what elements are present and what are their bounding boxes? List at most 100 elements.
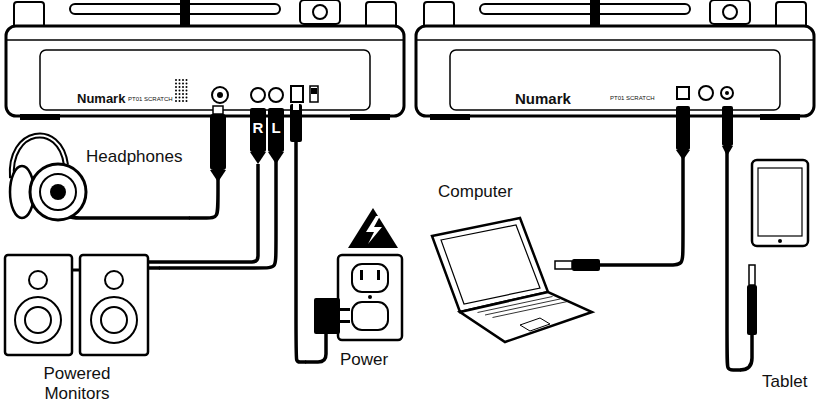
cable — [727, 118, 740, 370]
speaker-grille — [182, 86, 184, 88]
speaker-grille — [182, 79, 184, 81]
tablet-illustration — [758, 168, 802, 236]
brand-logo: Numark — [77, 92, 125, 107]
keyboard — [485, 299, 560, 315]
device-label: Headphones — [86, 147, 182, 167]
monitors-illustration — [25, 307, 51, 333]
monitors-illustration — [5, 164, 258, 355]
rca-plug — [250, 152, 266, 164]
laptop-illustration — [460, 292, 592, 342]
speaker-grille — [182, 90, 184, 92]
headphones-illustration — [30, 164, 86, 220]
monitors-illustration — [148, 266, 160, 270]
laptop-illustration — [520, 318, 550, 331]
rca-plug — [250, 108, 284, 164]
headphone-plug — [210, 114, 226, 170]
left-turntable — [212, 87, 228, 103]
monitors-illustration — [105, 271, 123, 289]
speaker-grille — [179, 100, 181, 102]
speaker-grille — [186, 93, 188, 95]
headphone-plug — [210, 106, 226, 182]
right-turntable — [721, 87, 733, 99]
left-turntable — [6, 0, 404, 120]
outlet-illustration — [368, 295, 372, 299]
tablet-illustration — [749, 265, 755, 285]
speaker-grille — [175, 97, 177, 99]
right-turntable — [416, 0, 814, 120]
speaker-grille — [182, 100, 184, 102]
brand-logo: Numark — [515, 90, 571, 107]
rca-plug — [268, 108, 284, 152]
outlet-illustration — [348, 208, 398, 248]
outlet-illustration — [377, 270, 380, 280]
speaker-grille — [179, 79, 181, 81]
headphones-illustration — [62, 210, 190, 218]
left-turntable — [217, 92, 223, 98]
device-label: Tablet — [762, 372, 807, 392]
rca-plug — [268, 152, 284, 164]
monitors-illustration — [29, 271, 47, 289]
power-plug — [290, 104, 302, 142]
channel-letter: R — [253, 120, 264, 135]
usb-plug — [676, 106, 690, 160]
headphone-plug — [210, 170, 226, 182]
tablet-illustration — [747, 285, 757, 335]
right-turntable — [699, 86, 713, 100]
keyboard — [493, 302, 568, 318]
monitors-illustration — [15, 297, 61, 343]
channel-letter: L — [271, 120, 280, 135]
speaker-grille — [175, 79, 188, 102]
turntable-panel: Numark PT01 SCRATCH — [420, 40, 812, 118]
laptop-illustration — [441, 225, 540, 304]
monitors-device: Powered Monitors — [2, 250, 160, 408]
left-turntable — [291, 86, 303, 102]
speaker-grille — [179, 90, 181, 92]
speaker-grille — [179, 97, 181, 99]
speaker-grille — [179, 93, 181, 95]
tablet-illustration — [752, 160, 808, 246]
tablet-device: Tablet — [740, 150, 817, 395]
speaker-grille — [179, 86, 181, 88]
audio-plug — [722, 146, 733, 156]
speaker-grille — [186, 90, 188, 92]
power-plug — [290, 104, 302, 142]
usb-plug-end — [572, 259, 600, 271]
usb-plug-end — [555, 261, 572, 269]
headphones-illustration — [40, 174, 76, 210]
speaker-grille — [186, 86, 188, 88]
outlet-illustration — [314, 298, 340, 334]
device-label: Powered Monitors — [2, 364, 152, 403]
monitors-illustration — [80, 255, 148, 355]
computer-device: Computer — [425, 182, 600, 350]
outlet-illustration — [366, 216, 382, 244]
model-name: PT01 SCRATCH — [610, 95, 655, 102]
speaker-grille — [186, 79, 188, 81]
speaker-grille — [175, 100, 177, 102]
right-turntable — [725, 91, 729, 95]
left-turntable — [269, 88, 283, 102]
speaker-grille — [182, 83, 184, 85]
speaker-grille — [182, 93, 184, 95]
headphones-illustration — [10, 135, 190, 220]
headphones-illustration — [50, 184, 66, 200]
right-turntable — [416, 0, 814, 120]
monitors-illustration — [72, 269, 80, 272]
cable — [296, 118, 305, 362]
usb-plug-end — [555, 259, 600, 271]
speaker-grille — [179, 83, 181, 85]
device-label: Power — [340, 350, 388, 370]
speaker-grille — [175, 86, 177, 88]
outlet-illustration — [338, 255, 402, 340]
monitors-illustration — [5, 255, 72, 355]
monitors-illustration — [101, 307, 127, 333]
headphones-device: Headphones — [2, 125, 190, 235]
speaker-grille — [186, 83, 188, 85]
speaker-grille — [175, 79, 177, 81]
tablet-illustration — [740, 160, 808, 370]
usb-plug — [676, 150, 690, 160]
outlet-illustration — [340, 320, 350, 323]
usb-plug — [676, 106, 690, 150]
keyboard — [478, 297, 553, 313]
